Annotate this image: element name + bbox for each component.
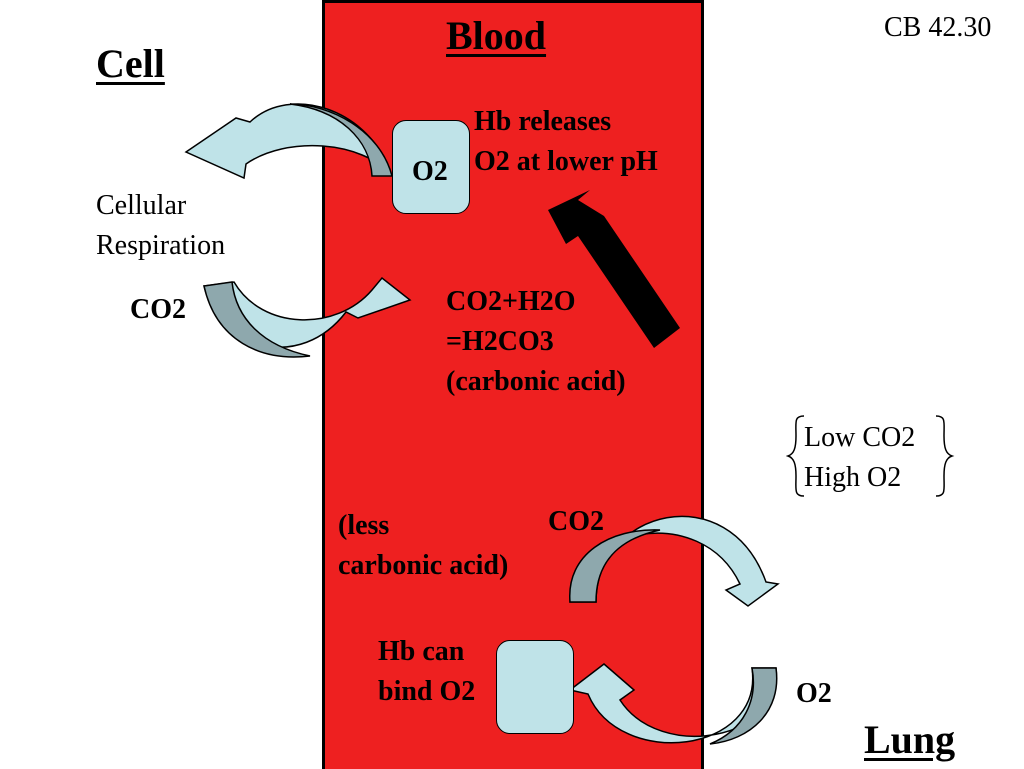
brace-shapes — [786, 415, 955, 497]
hb-can-bind-line-1: Hb can — [378, 636, 465, 667]
co2-to-blood-arrow — [203, 276, 412, 358]
lung-title: Lung — [864, 717, 956, 762]
o2-to-blood-arrow — [568, 663, 778, 745]
less-carbonic-line-2: carbonic acid) — [338, 550, 509, 581]
low-co2-label: Low CO2 — [804, 422, 916, 453]
blood-co2-out-label: CO2 — [548, 506, 604, 537]
hb-box-top — [392, 120, 470, 214]
big-black-arrow — [548, 190, 680, 348]
carbonic-eq-line-1: CO2+H2O — [446, 286, 576, 317]
cellular-respiration-line-1: Cellular — [96, 190, 187, 221]
carbonic-eq-line-3: (carbonic acid) — [446, 366, 626, 397]
lung-conditions: Low CO2 High O2 — [786, 412, 956, 500]
blood-title: Blood — [446, 13, 547, 58]
o2-to-cell-arrow — [184, 103, 393, 180]
hb-can-bind-line-2: bind O2 — [378, 676, 476, 707]
reference-label: CB 42.30 — [884, 12, 992, 43]
lung-o2-label: O2 — [796, 678, 832, 709]
high-o2-label: High O2 — [804, 462, 902, 493]
cellular-respiration-line-2: Respiration — [96, 230, 226, 261]
hb-box-bottom — [496, 640, 574, 734]
co2-to-lung-arrow — [569, 515, 780, 607]
cell-co2-label: CO2 — [130, 294, 186, 325]
hb-releases-line-1: Hb releases — [474, 106, 612, 137]
hb-box-o2-label: O2 — [412, 156, 448, 187]
cell-title: Cell — [96, 41, 165, 86]
less-carbonic-line-1: (less — [338, 510, 390, 541]
carbonic-eq-line-2: =H2CO3 — [446, 326, 554, 357]
hb-releases-line-2: O2 at lower pH — [474, 146, 658, 177]
